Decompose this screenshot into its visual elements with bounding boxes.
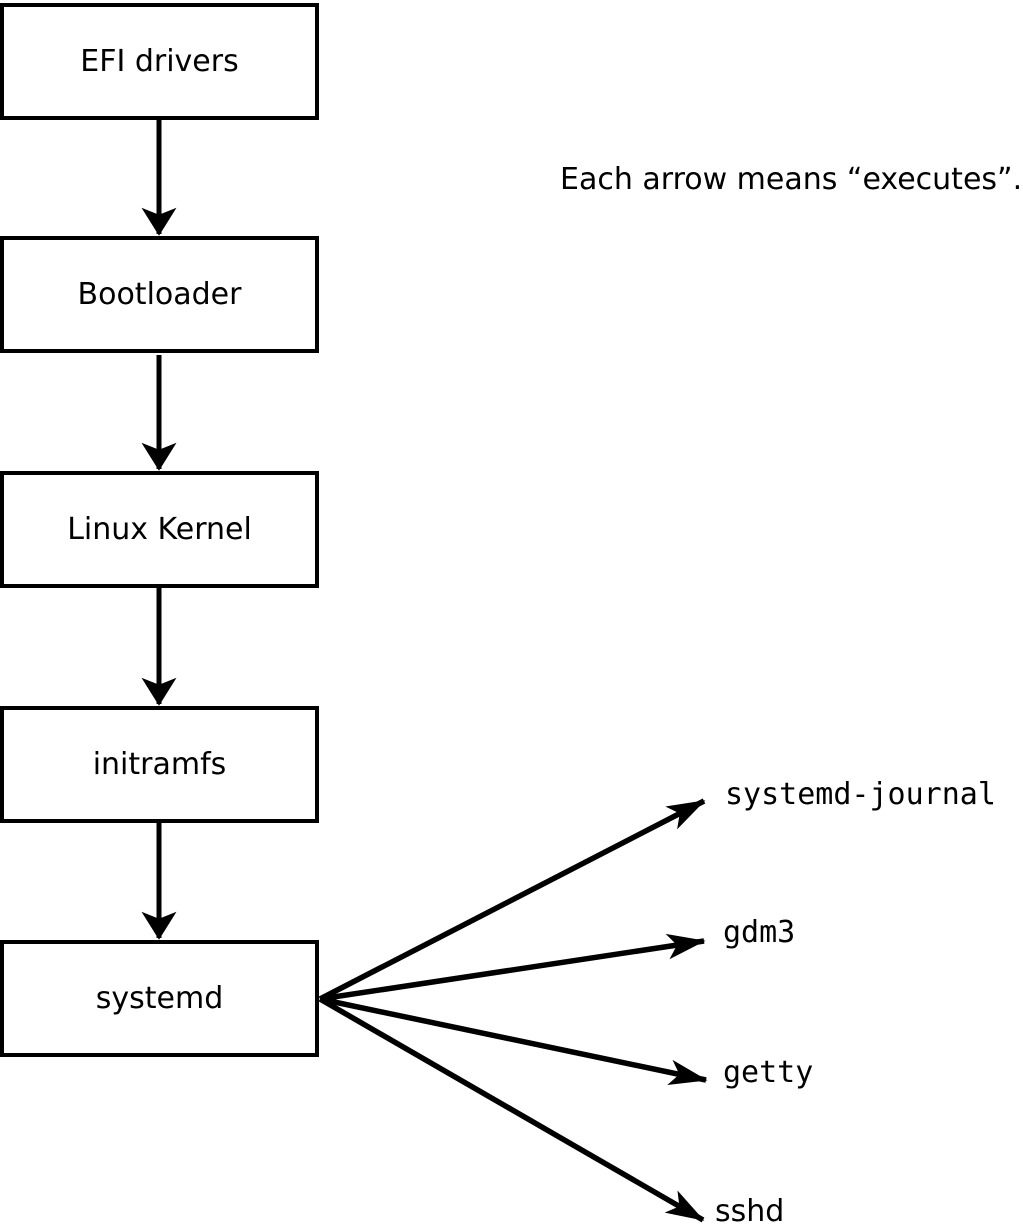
target-label-sshd: sshd [715, 1194, 785, 1229]
arrow-systemd-to-gdm3 [319, 933, 706, 1002]
node-label: initramfs [92, 746, 227, 782]
node-efi-drivers: EFI drivers [0, 3, 319, 120]
node-label: EFI drivers [80, 43, 239, 79]
node-label: Bootloader [77, 276, 242, 312]
node-systemd: systemd [0, 940, 319, 1057]
node-label: Linux Kernel [67, 511, 252, 547]
target-label-systemd-journal: systemd-journal [725, 777, 996, 812]
arrow-systemd-to-getty [319, 996, 708, 1085]
node-initramfs: initramfs [0, 706, 319, 823]
arrow-legend-note: Each arrow means “executes”. [560, 162, 1023, 197]
target-label-gdm3: gdm3 [723, 915, 796, 950]
node-bootloader: Bootloader [0, 236, 319, 353]
target-label-getty: getty [723, 1055, 814, 1090]
arrow-systemd-to-systemd-journal [318, 798, 706, 1002]
node-label: systemd [95, 980, 224, 1016]
arrow-systemd-to-sshd [318, 996, 705, 1223]
node-linux-kernel: Linux Kernel [0, 471, 319, 588]
